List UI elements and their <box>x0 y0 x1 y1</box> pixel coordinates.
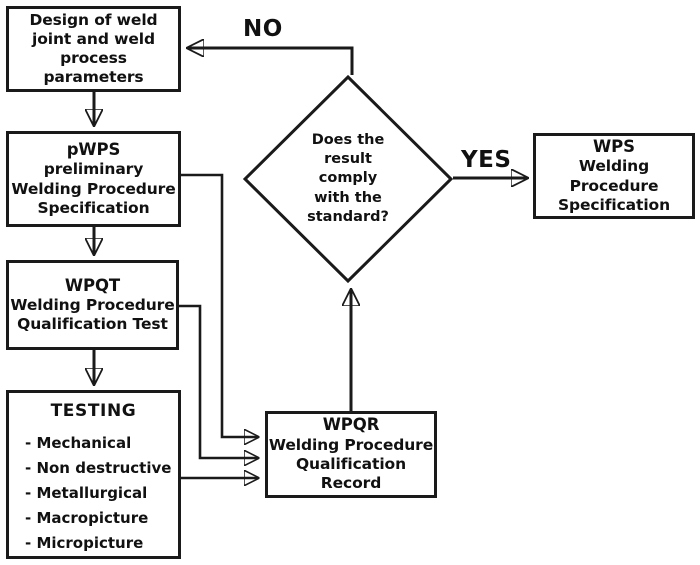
node-decision-line-1: Does the <box>311 132 385 149</box>
node-testing-bullet-list: - Mechanical - Non destructive - Metallu… <box>9 427 178 559</box>
node-pwps-line-3: Specification <box>37 198 150 217</box>
node-decision-comply-with-standard[interactable]: Does the result comply with the standard… <box>243 75 453 283</box>
node-decision-line-3: comply <box>318 170 378 187</box>
edge-pwps-to-wpqr <box>181 173 258 437</box>
node-wpqt-header: WPQT <box>64 275 121 295</box>
node-testing-bullet-metallurgical: - Metallurgical <box>25 483 148 502</box>
diamond-shape <box>243 75 453 283</box>
node-wpqr-line-3: Record <box>320 474 382 493</box>
node-wpqr-line-2: Qualification <box>295 455 407 474</box>
node-testing-bullet-non-destructive: - Non destructive <box>25 458 172 477</box>
node-decision-line-5: standard? <box>307 208 389 225</box>
node-decision-line-2: result <box>324 151 372 168</box>
node-testing-title: TESTING <box>50 401 137 421</box>
node-pwps-line-2: Welding Procedure <box>11 179 176 198</box>
node-design-line-2: joint and weld <box>32 29 155 48</box>
node-design-line-3: process <box>60 49 127 67</box>
node-pwps-header: pWPS <box>66 139 121 159</box>
node-design-line-1: Design of weld <box>29 10 158 29</box>
node-wpqt-line-1: Welding Procedure <box>10 296 175 314</box>
node-design-of-weld-joint[interactable]: Design of weld joint and weld process pa… <box>6 6 181 92</box>
node-wps-header: WPS <box>593 136 635 156</box>
edge-label-no: NO <box>243 16 283 42</box>
edge-wpqt-to-wpqr <box>179 304 258 458</box>
edge-decision-to-design <box>188 48 354 75</box>
node-wpqr-line-1: Welding Procedure <box>268 435 434 454</box>
node-wps-line-1: Welding <box>578 157 650 176</box>
node-wps-line-3: Specification <box>557 195 671 214</box>
node-testing-bullet-macropicture: - Macropicture <box>25 508 149 527</box>
node-wpqr[interactable]: WPQR Welding Procedure Qualification Rec… <box>265 411 437 498</box>
node-testing-bullet-mechanical: - Mechanical <box>25 433 132 452</box>
node-pwps[interactable]: pWPS preliminary Welding Procedure Speci… <box>6 131 181 227</box>
node-wpqt-line-2: Qualification Test <box>17 315 168 334</box>
node-testing[interactable]: TESTING - Mechanical - Non destructive -… <box>6 390 181 559</box>
node-wpqt[interactable]: WPQT Welding Procedure Qualification Tes… <box>6 260 179 350</box>
node-decision-line-4: with the <box>314 189 382 206</box>
node-wps-line-2: Procedure <box>569 176 659 195</box>
node-wpqr-header: WPQR <box>322 415 380 435</box>
node-design-line-4: parameters <box>43 68 144 87</box>
node-wps[interactable]: WPS Welding Procedure Specification <box>533 133 695 219</box>
edge-label-yes: YES <box>461 147 512 173</box>
node-testing-bullet-micropicture: - Micropicture <box>25 533 144 552</box>
node-pwps-line-1: preliminary <box>43 160 144 179</box>
node-decision-label: Does the result comply with the standard… <box>243 75 453 283</box>
